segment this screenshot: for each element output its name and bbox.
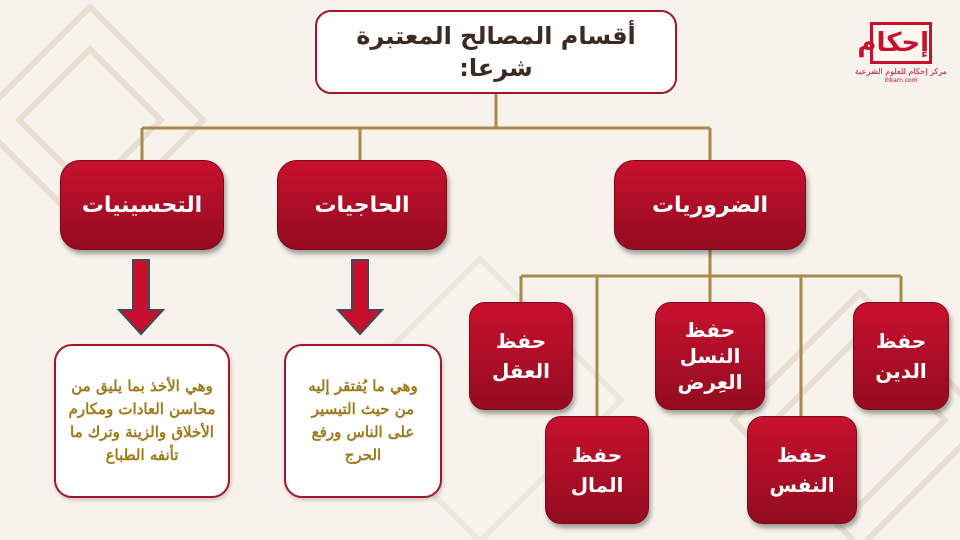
down-arrow-hajiyat	[335, 259, 385, 336]
hifz-mal-box: حفظ المال	[545, 416, 649, 524]
hifz-din-box: حفظ الدين	[853, 302, 949, 410]
hifz-aql-line2: العقل	[492, 359, 550, 383]
logo-mark: إحكام	[857, 22, 932, 64]
hifz-nasl-line1: حفظ	[684, 318, 736, 342]
hajiyat-description-text: وهي ما يُفتقر إليه من حيث التيسير على ال…	[308, 377, 418, 464]
hifz-mal-line1: حفظ	[571, 443, 623, 467]
hifz-mal-line2: المال	[570, 473, 624, 497]
category-hajiyat: الحاجيات	[277, 160, 447, 250]
category-daruriyat-label: الضروريات	[651, 192, 769, 218]
hifz-din-line2: الدين	[875, 359, 927, 383]
down-arrow-tahsiniyat	[116, 259, 166, 336]
category-daruriyat: الضروريات	[614, 160, 806, 250]
hifz-nasl-line3: العِرض	[677, 370, 743, 394]
title-line-1: أقسام المصالح المعتبرة	[356, 22, 636, 50]
hifz-nasl-line2: النسل	[679, 344, 741, 368]
hifz-aql-line1: حفظ	[495, 329, 547, 353]
logo-tagline: ihkam.com	[884, 77, 918, 84]
diagram-title: أقسام المصالح المعتبرة شرعا:	[315, 10, 677, 94]
hifz-nafs-line2: النفس	[769, 473, 835, 497]
logo: إحكام مركز إحكام للعلوم الشرعية ihkam.co…	[855, 22, 947, 92]
tahsiniyat-description: وهي الأخذ بما يليق من محاسن العادات ومكا…	[54, 344, 230, 498]
category-hajiyat-label: الحاجيات	[314, 192, 410, 218]
hifz-nasl-box: حفظ النسل العِرض	[655, 302, 765, 410]
title-line-2: شرعا:	[459, 54, 533, 82]
hifz-din-line1: حفظ	[875, 329, 927, 353]
logo-subtitle: مركز إحكام للعلوم الشرعية	[855, 67, 947, 76]
hajiyat-description: وهي ما يُفتقر إليه من حيث التيسير على ال…	[284, 344, 442, 498]
category-tahsiniyat: التحسينيات	[60, 160, 224, 250]
category-tahsiniyat-label: التحسينيات	[81, 192, 203, 218]
hifz-nafs-line1: حفظ	[776, 443, 828, 467]
hifz-aql-box: حفظ العقل	[469, 302, 573, 410]
hifz-nafs-box: حفظ النفس	[747, 416, 857, 524]
tahsiniyat-description-text: وهي الأخذ بما يليق من محاسن العادات ومكا…	[68, 377, 216, 464]
